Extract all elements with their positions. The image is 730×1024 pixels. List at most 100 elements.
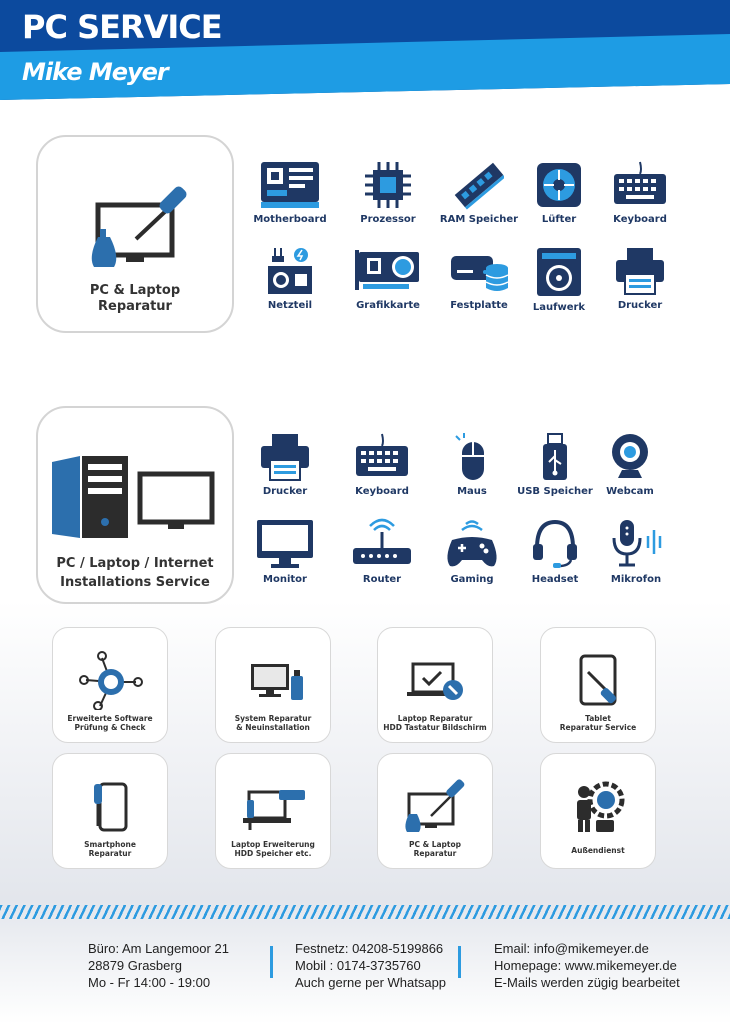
installation-service-box: PC / Laptop / Internet Installations Ser… [36, 406, 234, 604]
item-netzteil: Netzteil [245, 246, 335, 311]
footer-address-line: Büro: Am Langemoor 21 [88, 941, 229, 956]
item-label: USB Speicher [517, 486, 593, 497]
monitor-icon [257, 520, 313, 568]
item-label: Keyboard [613, 214, 667, 225]
footer-contact: Email: info@mikemeyer.de Homepage: www.m… [494, 940, 680, 991]
item-label: Grafikkarte [356, 300, 420, 311]
tile-line1: Laptop Erweiterung [231, 840, 315, 849]
usb-stick-icon [543, 433, 567, 480]
technician-gear-icon [577, 781, 625, 832]
header-banner: PC SERVICE Mike Meyer [0, 0, 730, 100]
tile-line1: Tablet [585, 714, 611, 723]
tile-field-service: Außendienst [540, 753, 656, 869]
cpu-icon [365, 162, 411, 208]
footer-divider [270, 946, 273, 978]
disc-drive-icon [537, 248, 581, 296]
footer-divider [458, 946, 461, 978]
tile-line2: Reparatur [413, 849, 457, 858]
webcam-icon [612, 434, 648, 478]
tile-line2: Reparatur [88, 849, 132, 858]
item-laufwerk: Laufwerk [514, 246, 604, 313]
page-title: PC SERVICE [22, 8, 223, 46]
tile-line2: Reparatur Service [559, 723, 637, 732]
smartphone-repair-icon [94, 782, 128, 832]
laptop-upgrade-icon [243, 790, 305, 830]
item-label: RAM Speicher [439, 214, 519, 225]
hard-drive-icon [451, 256, 509, 291]
section2-title-line1: PC / Laptop / Internet [56, 556, 214, 571]
footer-whatsapp-note: Auch gerne per Whatsapp [295, 975, 447, 990]
header-background [0, 0, 730, 100]
laptop-check-icon [407, 662, 463, 700]
item-gaming: Gaming [427, 518, 517, 585]
footer-hours: Mo - Fr 14:00 - 19:00 [88, 975, 211, 990]
tile-line1: System Reparatur [234, 714, 312, 723]
item-label: Motherboard [253, 214, 327, 225]
repair-screwdriver-icon [91, 186, 187, 267]
tile-line1: Smartphone [84, 840, 136, 849]
tile-line2: Prüfung & Check [74, 723, 146, 732]
footer-address: Büro: Am Langemoor 21 28879 Grasberg Mo … [88, 940, 229, 991]
tile-line2: & Neuinstallation [236, 723, 310, 732]
item-ram: RAM Speicher [434, 160, 524, 225]
item-prozessor: Prozessor [343, 160, 433, 225]
keyboard-icon [614, 161, 666, 204]
item-label: Drucker [617, 300, 663, 311]
software-network-icon [79, 651, 143, 710]
item-label: Headset [531, 574, 579, 585]
headset-icon [533, 519, 577, 568]
item-label: Keyboard [355, 486, 409, 497]
item-label: Drucker [262, 486, 308, 497]
item-grafikkarte: Grafikkarte [343, 246, 433, 311]
page-subtitle: Mike Meyer [22, 58, 169, 86]
microphone-icon [612, 520, 662, 567]
section2-title-line2: Installations Service [60, 575, 210, 590]
pc-laptop-repair-box: PC & Laptop Reparatur [36, 135, 234, 333]
item-maus: Maus [427, 432, 517, 497]
ram-icon [454, 162, 504, 210]
repair-screwdriver-icon [405, 779, 465, 832]
decorative-stripes [0, 905, 730, 919]
fan-icon [537, 163, 581, 207]
tile-line2: HDD Speicher etc. [234, 849, 312, 858]
item-label: Mikrofon [610, 574, 662, 585]
footer-email[interactable]: Email: info@mikemeyer.de [494, 941, 649, 956]
system-install-icon [251, 664, 303, 700]
item-monitor: Monitor [240, 518, 330, 585]
item-label: Router [362, 574, 402, 585]
item-drucker-2: Drucker [240, 432, 330, 497]
gamepad-icon [447, 520, 497, 567]
tile-line1: Laptop Reparatur [397, 714, 473, 723]
footer-email-note: E-Mails werden zügig bearbeitet [494, 975, 680, 990]
printer-icon [261, 434, 309, 481]
item-label: Prozessor [360, 214, 416, 225]
desktop-computer-icon [52, 456, 215, 538]
footer-phone: Festnetz: 04208-5199866 Mobil : 0174-373… [295, 940, 446, 991]
tile-line2: HDD Tastatur Bildschirm [383, 723, 487, 732]
motherboard-icon [261, 162, 319, 208]
footer-homepage[interactable]: Homepage: www.mikemeyer.de [494, 958, 677, 973]
item-label: Festplatte [450, 300, 508, 311]
section1-title-line2: Reparatur [98, 299, 172, 314]
footer-address-line: 28879 Grasberg [88, 958, 182, 973]
item-label: Gaming [450, 574, 494, 585]
tablet-repair-icon [579, 654, 617, 706]
item-keyboard-2: Keyboard [337, 432, 427, 497]
tile-line1: Erweiterte Software [67, 714, 153, 723]
tile-line1: Außendienst [571, 846, 625, 855]
item-keyboard: Keyboard [595, 160, 685, 225]
item-label: Maus [457, 486, 487, 497]
item-label: Webcam [606, 486, 654, 497]
tile-system-repair: System Reparatur& Neuinstallation [215, 627, 331, 743]
item-headset: Headset [510, 518, 600, 585]
item-drucker: Drucker [595, 246, 685, 311]
item-usb: USB Speicher [510, 432, 600, 497]
footer-mobile: Mobil : 0174-3735760 [295, 958, 421, 973]
item-label: Lüfter [541, 214, 577, 225]
item-label: Laufwerk [532, 302, 586, 313]
